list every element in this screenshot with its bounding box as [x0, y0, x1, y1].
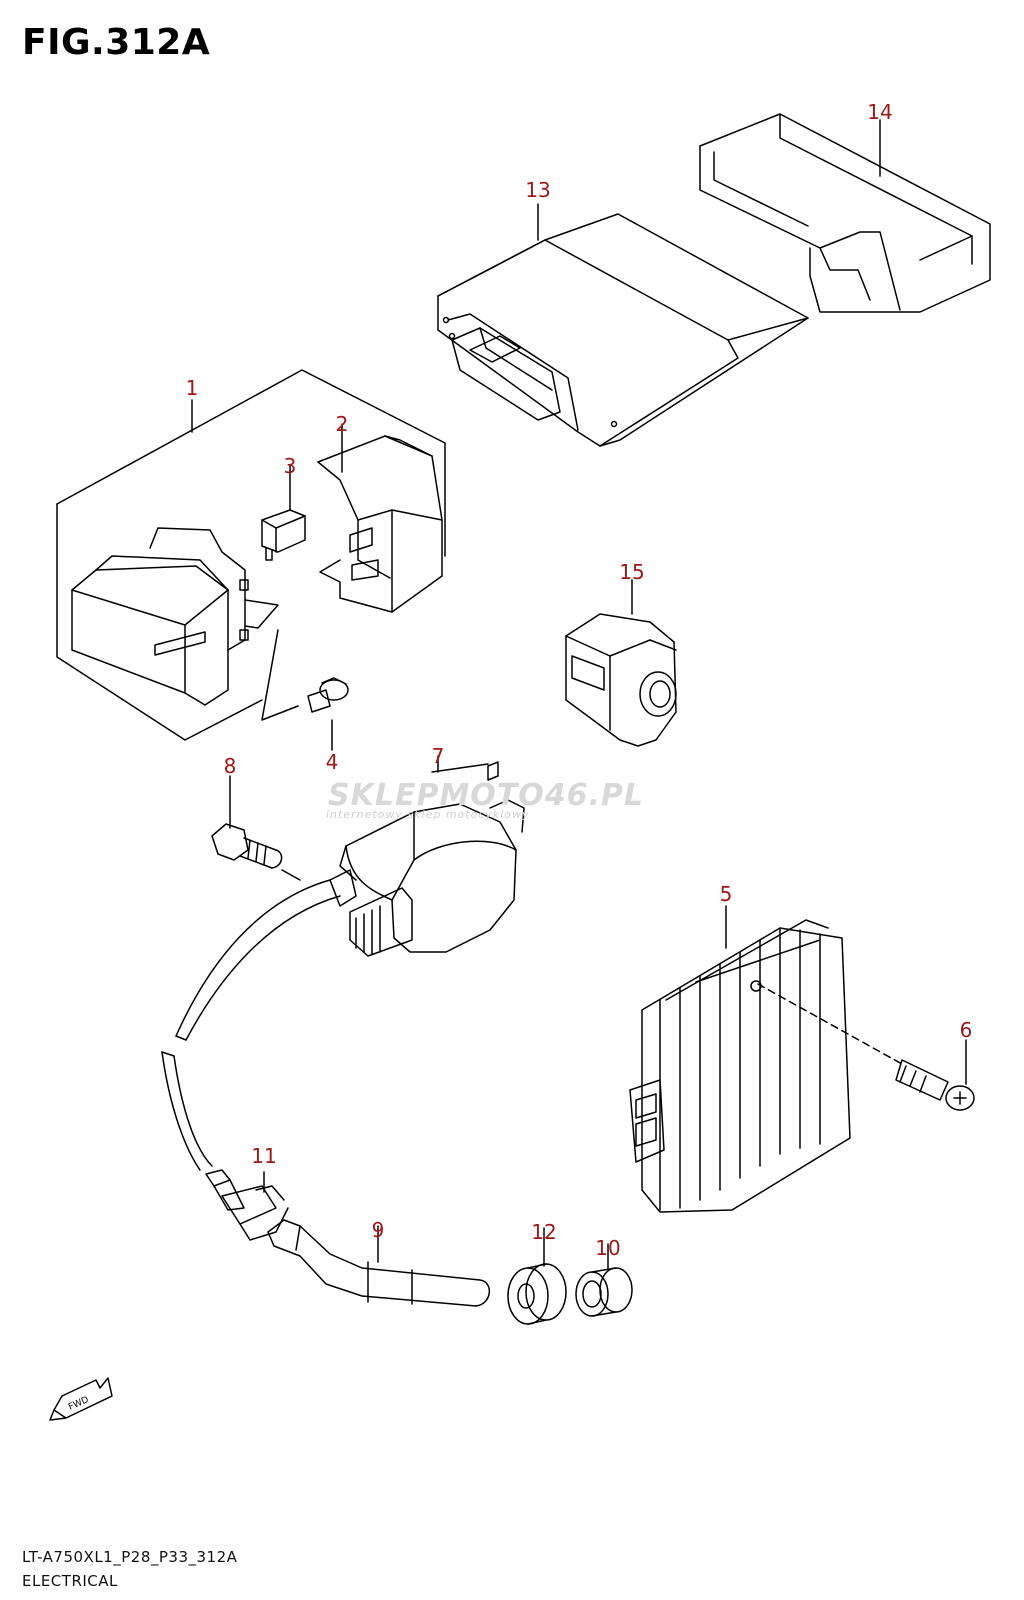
callout-10: 10 — [595, 1236, 621, 1260]
part-12-washer — [507, 1263, 567, 1325]
callout-8: 8 — [223, 754, 237, 778]
callout-1: 1 — [185, 376, 199, 400]
figure-title: FIG.312A — [22, 22, 211, 63]
watermark-logo: SKLEPMOTO46.PL — [328, 778, 645, 813]
part-5-regulator-rectifier — [629, 919, 851, 1213]
part-1-starter-relay — [56, 369, 446, 741]
part-6-screw — [895, 1059, 975, 1111]
callout-2: 2 — [335, 412, 349, 436]
part-2-relay-cover — [317, 435, 443, 613]
part-3-fuse — [261, 509, 306, 561]
part-15-connector — [565, 613, 677, 747]
callout-11: 11 — [251, 1144, 277, 1168]
model-code: LT-A750XL1_P28_P33_312A — [22, 1548, 238, 1566]
leader-lines — [191, 119, 967, 1269]
part-14-ecm-bracket — [699, 113, 991, 313]
callout-5: 5 — [719, 882, 733, 906]
part-9-spark-plug-cap — [267, 1219, 490, 1307]
part-13-ecm — [437, 213, 809, 447]
part-4-screw — [307, 677, 349, 713]
section-name: ELECTRICAL — [22, 1572, 118, 1590]
callout-9: 9 — [371, 1218, 385, 1242]
callout-12: 12 — [531, 1220, 557, 1244]
callout-6: 6 — [959, 1018, 973, 1042]
callout-13: 13 — [525, 178, 551, 202]
callout-15: 15 — [619, 560, 645, 584]
callout-7: 7 — [431, 744, 445, 768]
callout-3: 3 — [283, 454, 297, 478]
part-10-bushing — [575, 1267, 633, 1317]
forward-arrow-icon: FWD — [49, 1377, 113, 1421]
callout-14: 14 — [867, 100, 893, 124]
part-11-plug-cap-seal — [205, 1169, 289, 1241]
part-8-bolt — [211, 823, 301, 881]
callout-4: 4 — [325, 750, 339, 774]
watermark-tagline: internetowy sklep motocyklowy — [326, 808, 530, 821]
part-7-ignition-coil — [161, 761, 525, 1171]
